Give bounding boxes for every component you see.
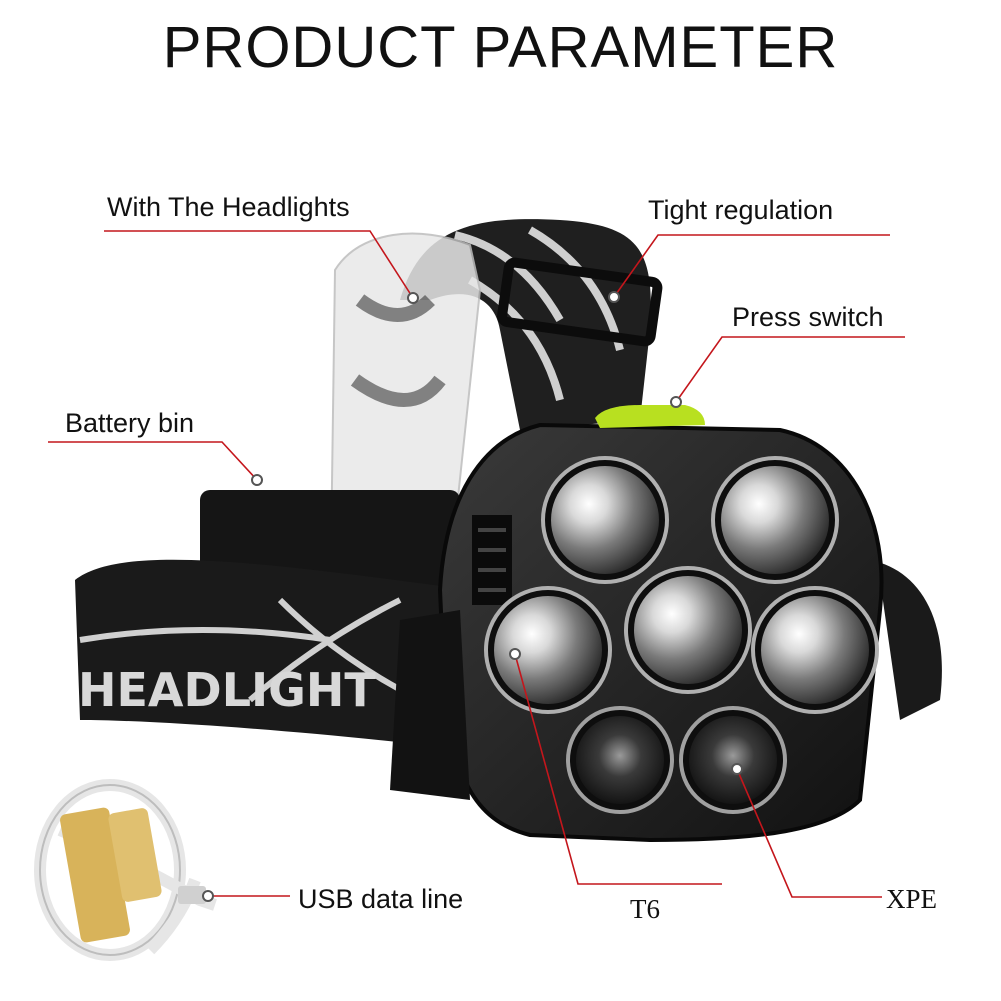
label-t6: T6 <box>630 894 660 924</box>
led-xpe-array <box>566 706 787 814</box>
page-title: PRODUCT PARAMETER <box>162 15 839 80</box>
press-switch <box>595 405 705 428</box>
side-strap: HEADLIGHT <box>75 559 942 750</box>
led-t6-array <box>484 456 879 714</box>
label-battery-bin: Battery bin <box>65 408 195 438</box>
label-press-switch: Press switch <box>732 302 884 332</box>
usb-cable <box>34 779 217 961</box>
callout-lines <box>48 230 905 898</box>
label-xpe: XPE <box>886 884 938 914</box>
strap-lettering: HEADLIGHT <box>78 663 376 717</box>
label-tight-regulation: Tight regulation <box>648 195 834 225</box>
label-with-the-headlights: With The Headlights <box>107 192 350 222</box>
label-usb-data-line: USB data line <box>298 884 464 914</box>
callout-dots <box>202 291 743 902</box>
